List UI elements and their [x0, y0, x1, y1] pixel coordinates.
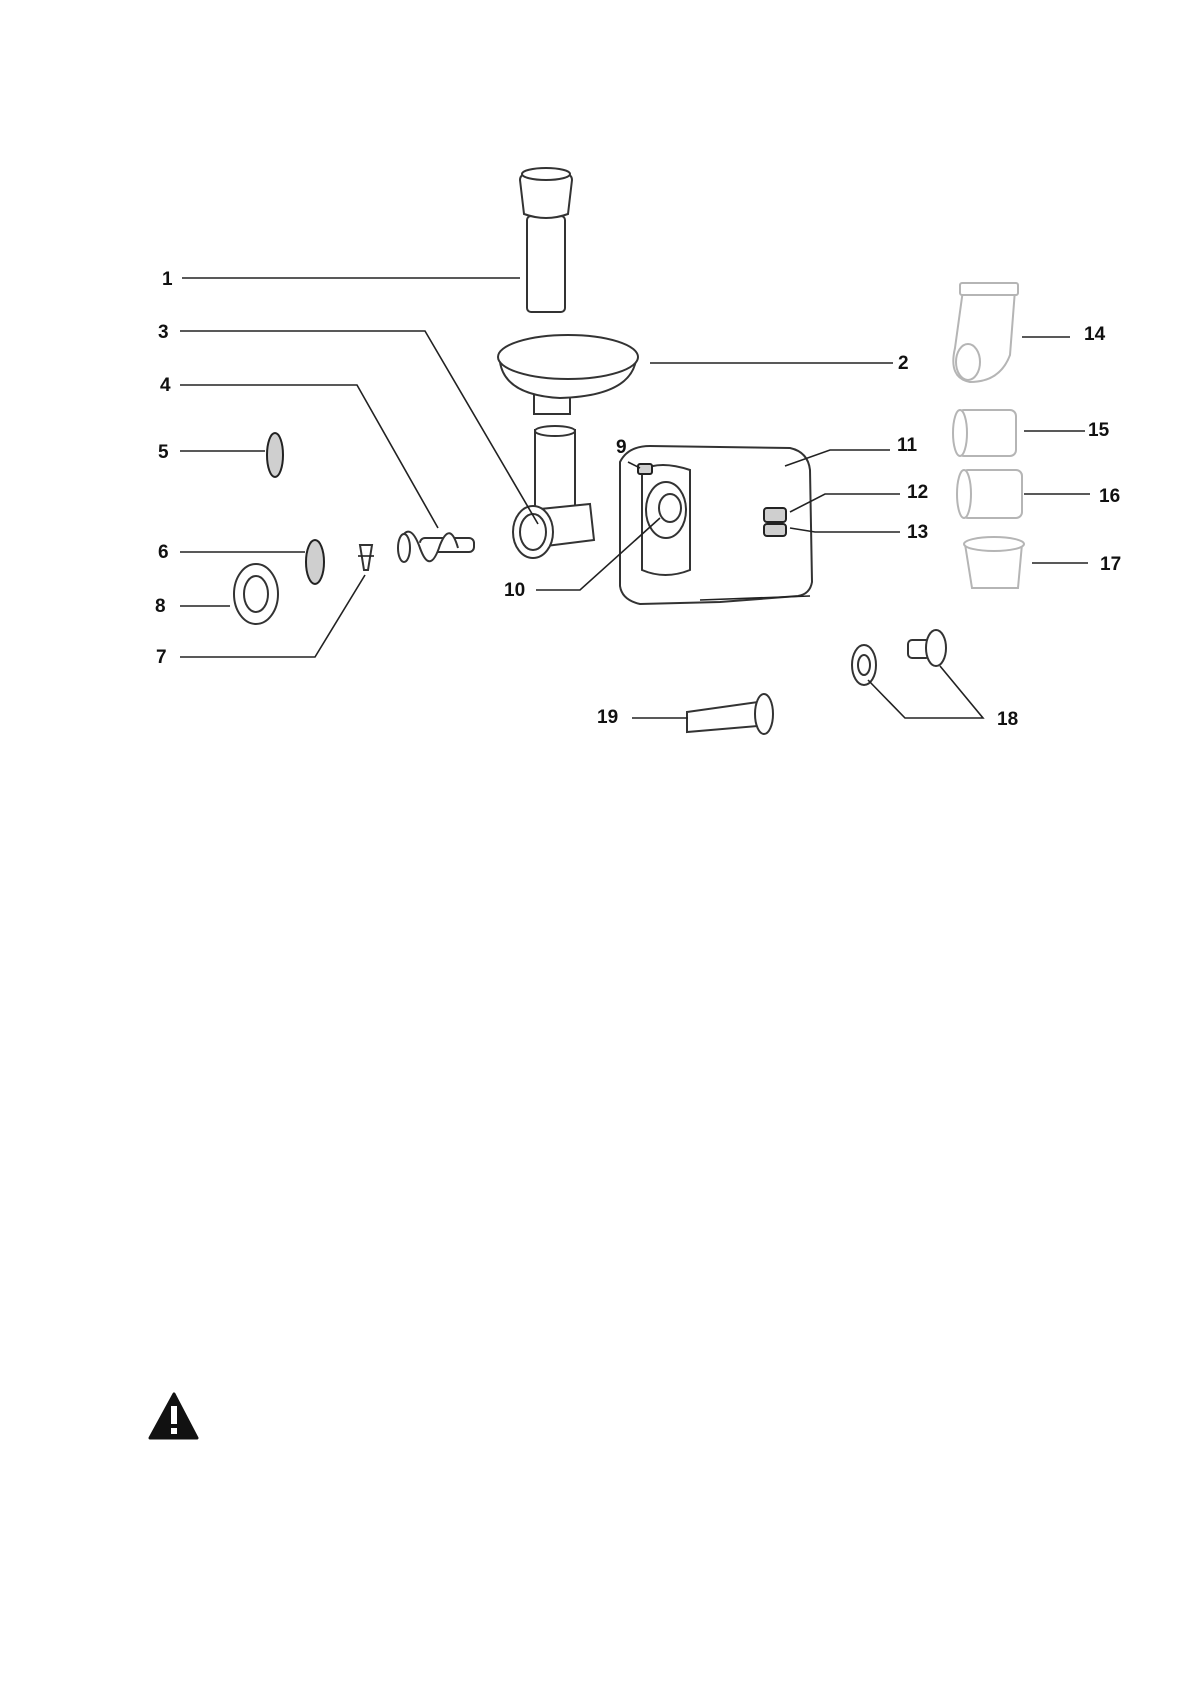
cutting-blade-part — [358, 545, 374, 570]
callout-label-18: 18 — [997, 709, 1018, 730]
callout-label-2: 2 — [898, 353, 909, 374]
food-tray-part — [498, 335, 638, 414]
food-pusher-part — [520, 168, 572, 312]
ring-nut-part — [234, 564, 278, 624]
callout-label-1: 1 — [162, 269, 173, 290]
warning-triangle-icon — [150, 1394, 197, 1438]
callout-label-19: 19 — [597, 707, 618, 728]
grinder-head-part — [513, 426, 594, 558]
auger-screw-part — [398, 532, 474, 562]
slicer-attachment-housing-part — [953, 283, 1018, 382]
callout-label-16: 16 — [1099, 486, 1120, 507]
shredding-drum-part — [964, 537, 1024, 588]
kebbe-attachment-part — [852, 630, 946, 685]
callout-label-13: 13 — [907, 522, 928, 543]
leader-4 — [180, 385, 438, 528]
callout-label-9: 9 — [616, 437, 627, 458]
leader-3 — [180, 331, 538, 524]
callout-label-7: 7 — [156, 647, 167, 668]
callout-label-6: 6 — [158, 542, 169, 563]
motor-housing-part — [620, 446, 812, 604]
coarse-cutting-plate-part — [306, 540, 324, 584]
callout-label-3: 3 — [158, 322, 169, 343]
callout-label-8: 8 — [155, 596, 166, 617]
fine-cutting-plate-part — [267, 433, 283, 477]
callout-label-10: 10 — [504, 580, 525, 601]
callout-label-5: 5 — [158, 442, 169, 463]
grating-drum-part — [957, 470, 1022, 518]
callout-label-14: 14 — [1084, 324, 1106, 345]
leader-18 — [868, 666, 983, 718]
slicing-drum-part — [953, 410, 1016, 456]
callout-label-17: 17 — [1100, 554, 1121, 575]
callout-label-15: 15 — [1088, 420, 1110, 441]
callout-label-11: 11 — [897, 435, 918, 456]
callout-label-4: 4 — [160, 375, 171, 396]
callout-label-12: 12 — [907, 482, 928, 503]
sausage-nozzle-part — [687, 694, 773, 734]
